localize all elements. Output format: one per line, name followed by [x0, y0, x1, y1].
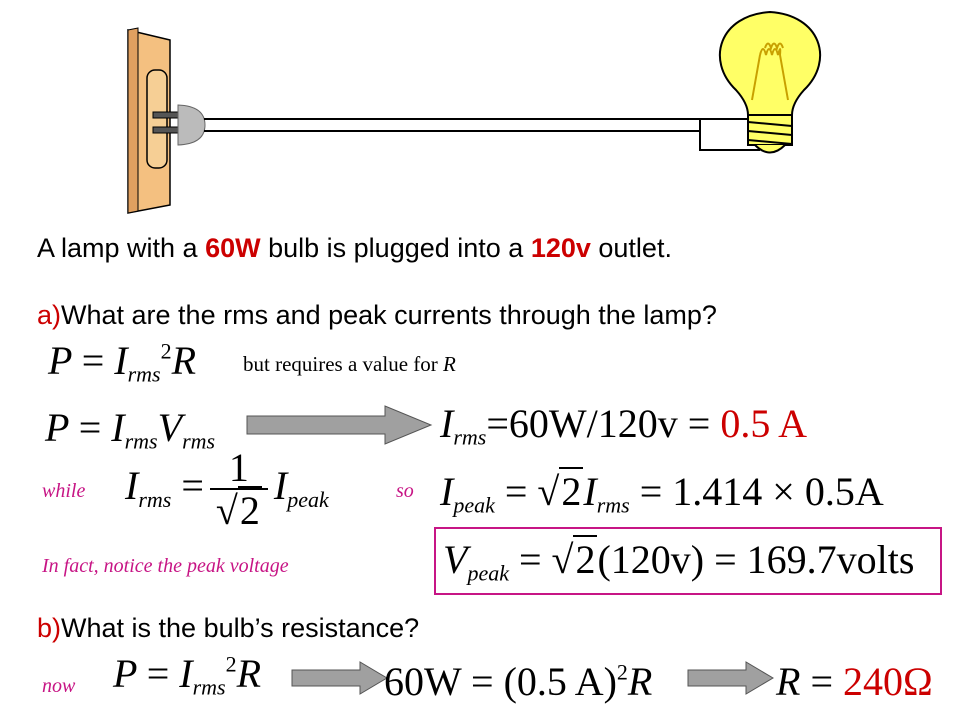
note-r-text: but requires a value for — [243, 352, 444, 376]
power-equation-i2r-b: P = Irms2R — [113, 651, 262, 700]
label-while: while — [42, 480, 86, 502]
ipeak-sub: peak — [453, 492, 495, 518]
irms-var: I — [440, 401, 454, 446]
arrow-icon — [246, 405, 433, 445]
question-a-marker: a) — [37, 300, 62, 330]
vpeak-sub: peak — [467, 560, 509, 586]
resistance-result-eq: = — [800, 659, 843, 704]
ipeak-var: I — [440, 469, 454, 514]
resistance-lhs-var: R — [627, 659, 653, 704]
power-equation-i2r: P = Irms2R — [48, 338, 197, 387]
label-peak-voltage: In fact, notice the peak voltage — [42, 555, 289, 577]
irms-value: 0.5 A — [720, 401, 808, 446]
resistance-result-value: 240Ω — [843, 659, 933, 704]
irms-expr: =60W/120v = — [486, 401, 721, 446]
label-now: now — [42, 675, 76, 697]
ipeak-rhs-sub: rms — [596, 492, 630, 518]
intro-middle: bulb is plugged into a — [260, 233, 531, 263]
light-bulb-icon — [718, 10, 822, 154]
question-b: b)What is the bulb’s resistance? — [37, 613, 419, 644]
wall-outlet-icon — [127, 27, 171, 214]
arrow-icon-3 — [687, 661, 774, 695]
vpeak-equation: Vpeak = √2(120v) = 169.7volts — [443, 535, 915, 586]
question-b-marker: b) — [37, 613, 62, 643]
irms-sub: rms — [453, 424, 487, 450]
problem-statement: A lamp with a 60W bulb is plugged into a… — [37, 233, 672, 264]
resistance-result-var: R — [776, 659, 801, 704]
intro-power: 60W — [205, 233, 261, 263]
resistance-equation: 60W = (0.5 A)2R — [384, 658, 652, 705]
plug-icon — [152, 104, 206, 146]
resistance-lhs: 60W = (0.5 A) — [384, 659, 617, 704]
lamp-circuit-illustration — [127, 10, 822, 214]
ipeak-result: Ipeak = √2Irms = 1.414 × 0.5A — [440, 467, 884, 518]
question-a-text: What are the rms and peak currents throu… — [61, 300, 717, 330]
peak-voltage-box — [434, 527, 942, 595]
resistance-result: R = 240Ω — [776, 658, 933, 705]
intro-voltage: 120v — [530, 233, 591, 263]
ipeak-numbers: 1.414 × 0.5A — [672, 469, 884, 514]
note-r-var: R — [443, 352, 456, 376]
vpeak-var: V — [443, 537, 468, 582]
intro-suffix: outlet. — [590, 233, 672, 263]
ipeak-rhs-var: I — [583, 469, 597, 514]
resistance-exp: 2 — [616, 659, 628, 685]
arrow-icon-2 — [291, 661, 388, 695]
label-so: so — [396, 480, 414, 502]
intro-prefix: A lamp with a — [37, 233, 206, 263]
question-b-text: What is the bulb’s resistance? — [61, 613, 420, 643]
vpeak-value: (120v) = 169.7volts — [597, 537, 915, 582]
lamp-cord — [204, 118, 760, 151]
note-requires-r: but requires a value for R — [243, 352, 456, 377]
irms-result: Irms=60W/120v = 0.5 A — [440, 400, 807, 451]
question-a: a)What are the rms and peak currents thr… — [37, 300, 717, 331]
power-equation-iv: P = IrmsVrms — [45, 405, 216, 454]
